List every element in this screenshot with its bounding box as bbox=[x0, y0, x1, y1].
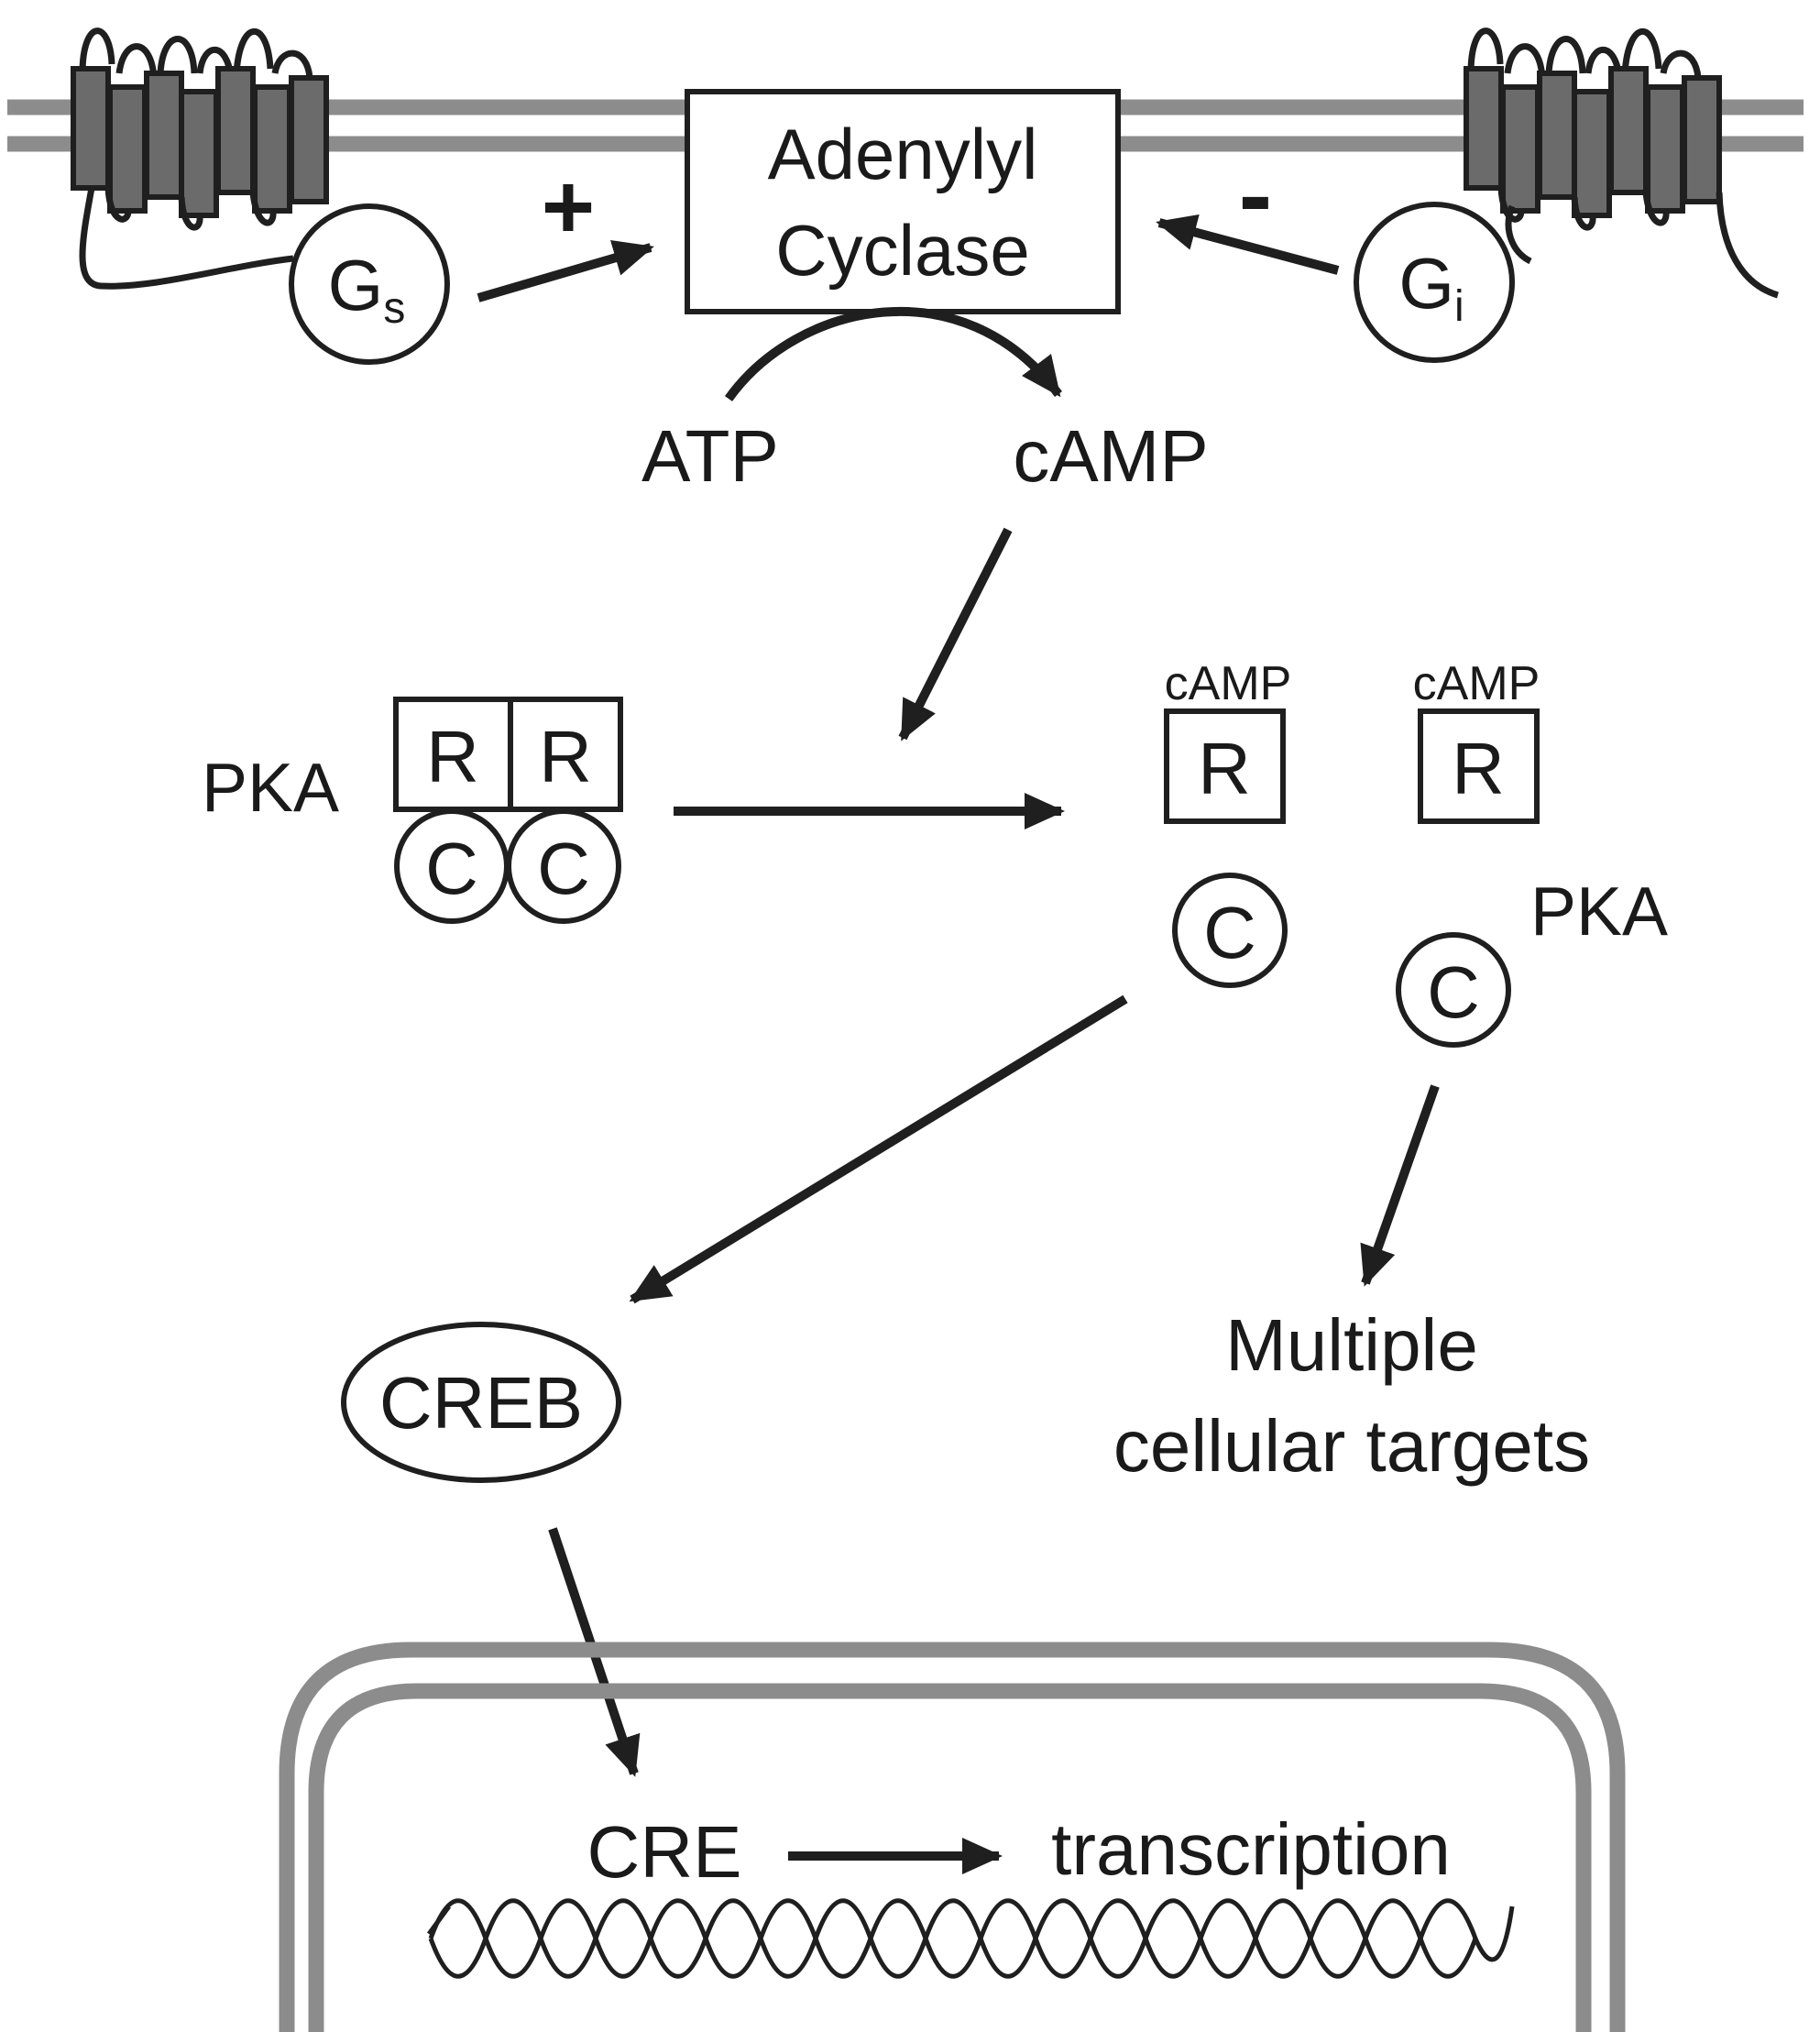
creb: CREB bbox=[341, 1322, 621, 1483]
stimulation-plus: + bbox=[542, 156, 595, 258]
targets-line-2: cellular targets bbox=[1113, 1405, 1590, 1487]
r-label-4: R bbox=[1452, 728, 1505, 809]
gi-inhibition-arrow bbox=[1156, 214, 1340, 275]
gi-subscript-label: i bbox=[1454, 282, 1464, 331]
atp-to-camp-arrow bbox=[724, 307, 1062, 401]
svg-text:Gs: Gs bbox=[328, 245, 406, 333]
inactive-pka-holoenzyme: PKA R R C C bbox=[202, 697, 623, 924]
c-label-2: C bbox=[537, 828, 590, 909]
r-label-2: R bbox=[539, 716, 592, 797]
c-label-3: C bbox=[1203, 892, 1256, 973]
right-gpcr-receptor bbox=[1464, 27, 1780, 299]
cyclase-label: Cyclase bbox=[775, 210, 1029, 291]
camp-bound-regulatory-1 bbox=[1164, 708, 1286, 824]
adenylyl-cyclase: Adenylyl Cyclase bbox=[685, 89, 1121, 314]
pka-left-label: PKA bbox=[202, 749, 339, 826]
inhibition-minus: - bbox=[1239, 138, 1273, 251]
gs-subscript-label: s bbox=[383, 284, 405, 333]
c-label-1: C bbox=[425, 828, 478, 909]
pka-to-creb-arrow bbox=[629, 994, 1128, 1304]
gs-main-label: G bbox=[328, 245, 384, 325]
atp-label: ATP bbox=[641, 415, 779, 497]
camp-bound-regulatory-2 bbox=[1418, 708, 1540, 824]
gi-main-label: G bbox=[1398, 243, 1454, 324]
r-label-1: R bbox=[426, 716, 479, 797]
adenylyl-label: Adenylyl bbox=[768, 114, 1038, 194]
svg-text:Gi: Gi bbox=[1398, 243, 1464, 331]
cre-label: CRE bbox=[587, 1811, 742, 1893]
gs-protein: Gs bbox=[289, 203, 450, 365]
gs-stimulation-arrow bbox=[477, 240, 654, 302]
targets-line-1: Multiple bbox=[1225, 1304, 1478, 1386]
nuclear-envelope bbox=[279, 1642, 1626, 2032]
camp-label: cAMP bbox=[1013, 415, 1208, 497]
gi-protein: Gi bbox=[1354, 202, 1515, 363]
dna-double-helix bbox=[426, 1898, 1515, 1979]
transcription-label: transcription bbox=[1051, 1808, 1451, 1890]
r-label-3: R bbox=[1198, 728, 1251, 809]
creb-label: CREB bbox=[379, 1362, 583, 1444]
free-catalytic-subunit-2 bbox=[1396, 932, 1511, 1048]
catalytic-subunit-2 bbox=[506, 808, 621, 924]
camp-bound-label-2: cAMP bbox=[1413, 657, 1540, 710]
left-gpcr-receptor bbox=[71, 27, 329, 290]
pka-right-label: PKA bbox=[1530, 873, 1668, 950]
camp-to-pka-arrow bbox=[898, 527, 1013, 741]
c-label-4: C bbox=[1427, 951, 1480, 1033]
camp-bound-label-1: cAMP bbox=[1165, 657, 1292, 710]
active-pka: cAMP R cAMP R C C PKA bbox=[1164, 657, 1668, 1048]
pka-to-targets-arrow bbox=[1360, 1084, 1440, 1287]
free-catalytic-subunit-1 bbox=[1172, 873, 1288, 988]
